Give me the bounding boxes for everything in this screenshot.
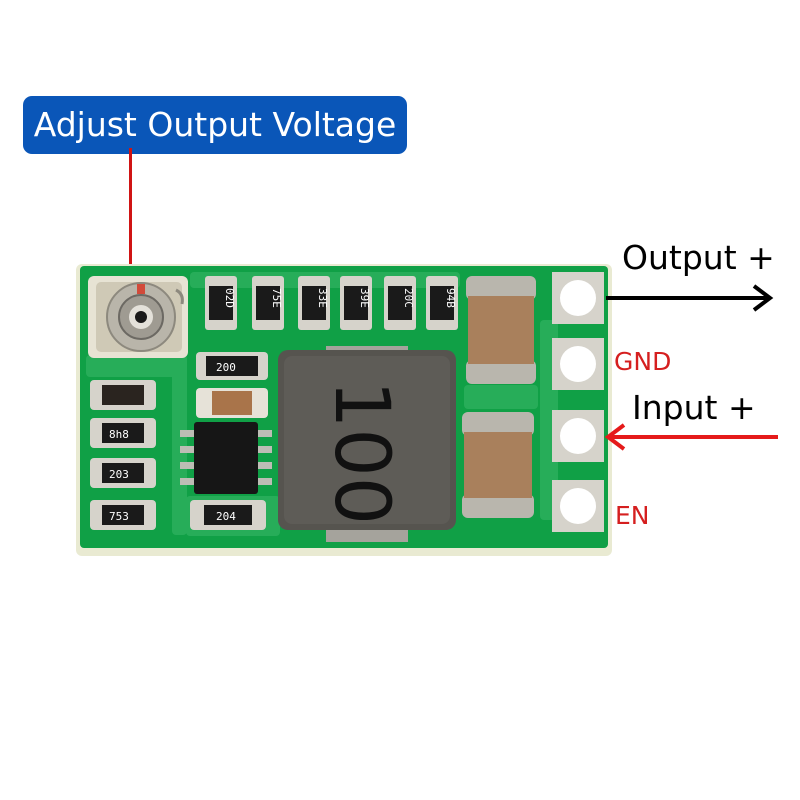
resistor-marking-5: 20C — [402, 288, 415, 308]
output-plus-label: Output + — [622, 238, 775, 277]
capacitor-top — [466, 276, 536, 384]
resistor-marking-6: 94B — [444, 288, 457, 308]
top-resistor-row — [205, 276, 458, 330]
input-arrow — [604, 423, 778, 451]
gnd-label: GND — [614, 347, 672, 376]
ic-chip — [180, 422, 272, 494]
adjust-output-voltage-callout: Adjust Output Voltage — [23, 96, 407, 154]
middle-components — [190, 352, 268, 530]
en-label: EN — [615, 501, 650, 530]
resistor-marking-2: 75E — [270, 288, 283, 308]
output-arrow — [606, 284, 774, 312]
potentiometer — [88, 276, 188, 358]
resistor-marking-8h8: 8h8 — [109, 428, 129, 441]
capacitor-bottom — [462, 412, 534, 518]
pin-pads — [552, 272, 604, 532]
callout-pointer-line — [129, 148, 132, 286]
resistor-marking-1: 02D — [223, 288, 236, 308]
resistor-marking-203: 203 — [109, 468, 129, 481]
inductor-marking: 100 — [318, 380, 407, 525]
resistor-marking-753: 753 — [109, 510, 129, 523]
inductor — [278, 346, 456, 542]
resistor-marking-200: 200 — [216, 361, 236, 374]
left-resistor-column — [90, 380, 156, 530]
resistor-marking-204: 204 — [216, 510, 236, 523]
resistor-marking-3: 33E — [316, 288, 329, 308]
input-plus-label: Input + — [632, 388, 756, 427]
resistor-marking-4: 39E — [358, 288, 371, 308]
